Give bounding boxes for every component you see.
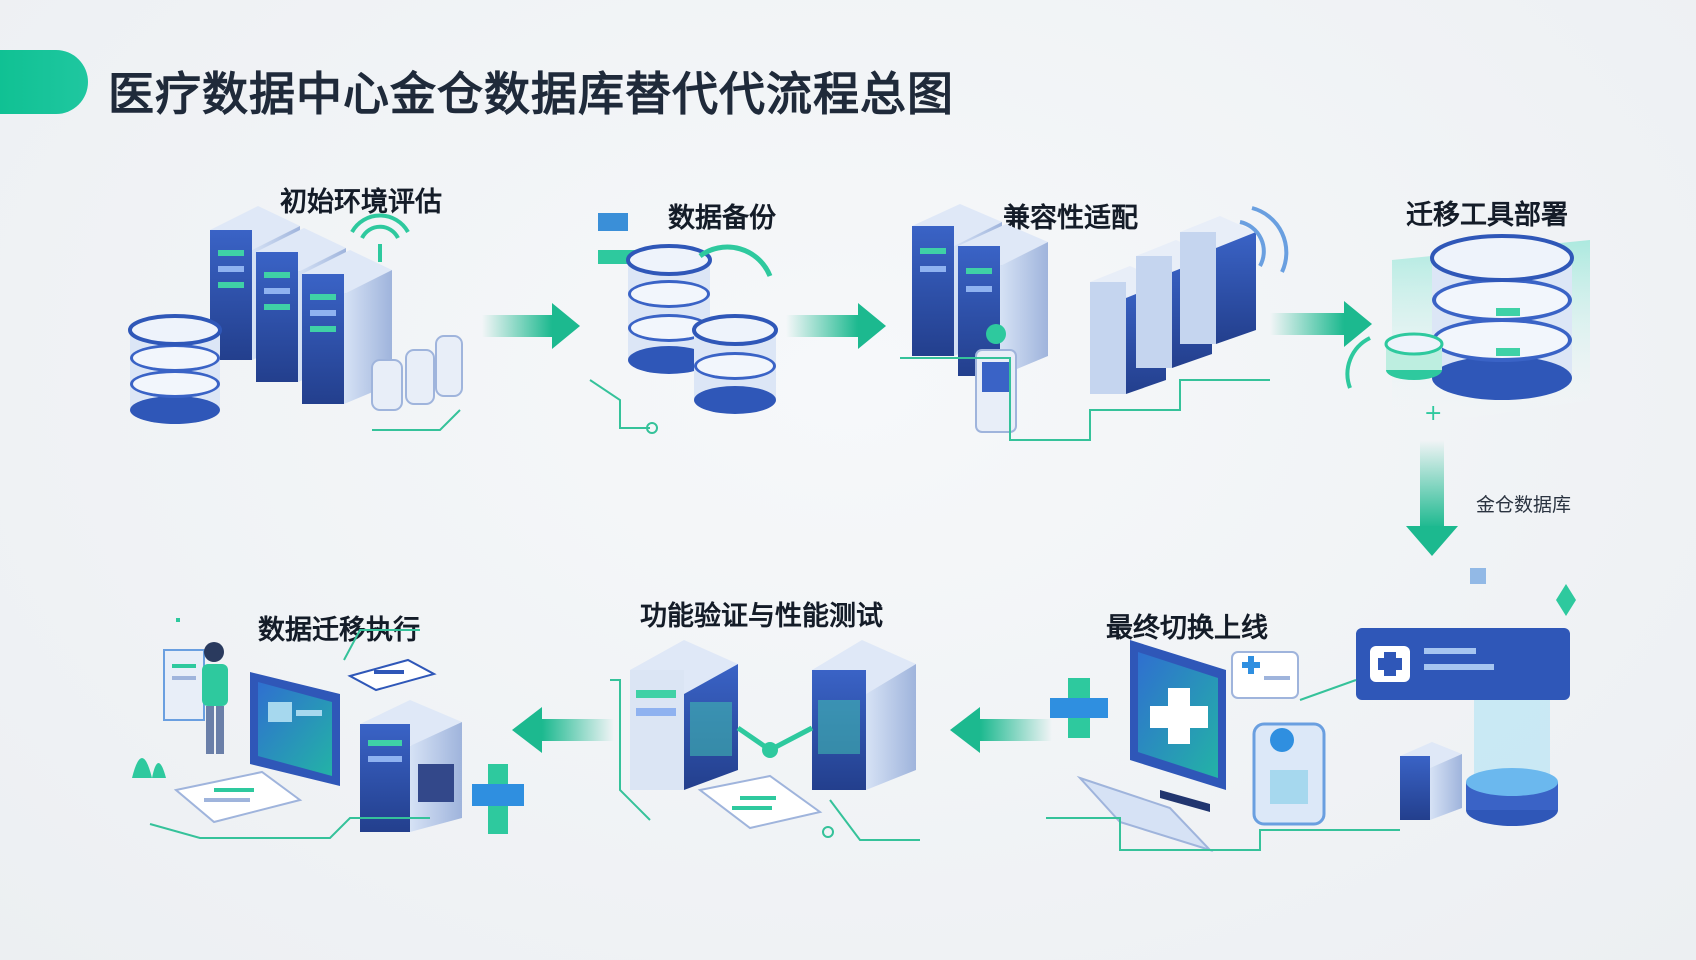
flow-arrow-5 xyxy=(512,707,614,753)
flow-arrow-down xyxy=(1406,440,1458,556)
step-label-data-backup: 数据备份 xyxy=(668,203,776,234)
illustration-verification xyxy=(610,640,920,841)
step-label-migration-tool: 迁移工具部署 xyxy=(1406,200,1568,231)
illustration-initial-assessment xyxy=(128,206,463,431)
svg-text:+: + xyxy=(1424,401,1442,426)
flow-arrow-3 xyxy=(1270,301,1372,347)
illustration-data-backup xyxy=(589,213,778,434)
kingbase-note: 金仓数据库 xyxy=(1476,494,1572,516)
illustration-migration-execution xyxy=(132,618,524,839)
illustration-migration-tool: + xyxy=(1345,234,1590,430)
step-label-initial-assessment: 初始环境评估 xyxy=(280,187,442,218)
step-label-compatibility: 兼容性适配 xyxy=(1003,203,1138,234)
step-label-verification-testing: 功能验证与性能测试 xyxy=(640,601,883,632)
page-title: 医疗数据中心金仓数据库替代代流程总图 xyxy=(108,67,954,121)
illustration-compatibility xyxy=(900,204,1289,441)
title-accent-bar xyxy=(0,50,88,114)
flow-arrow-1 xyxy=(482,303,580,349)
flow-arrow-4 xyxy=(950,707,1052,753)
illustration-go-live xyxy=(1046,568,1576,853)
step-label-go-live: 最终切换上线 xyxy=(1106,613,1268,644)
flow-arrow-2 xyxy=(786,303,886,349)
